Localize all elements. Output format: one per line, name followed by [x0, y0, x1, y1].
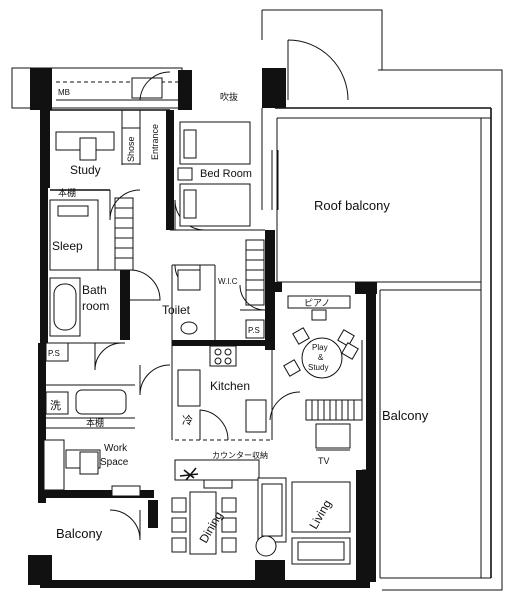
furniture [43, 121, 363, 565]
label-piano: ピアノ [304, 298, 330, 308]
top-strip [11, 67, 183, 109]
label-roof-balcony: Roof balcony [314, 198, 390, 213]
label-entrance: Entrance [150, 124, 160, 160]
roof-balcony-outline [261, 9, 503, 591]
label-kitchen: Kitchen [210, 379, 250, 393]
label-tr: TR [178, 88, 189, 97]
label-bath-2: room [82, 299, 109, 313]
label-study: Study [70, 163, 101, 177]
label-shose: Shose [126, 136, 136, 162]
label-ps-right: P.S [248, 326, 260, 335]
label-wic: W.I.C [218, 277, 238, 286]
label-tv: TV [318, 456, 330, 466]
label-fukinuke: 吹抜 [220, 91, 238, 102]
label-toilet: Toilet [162, 303, 191, 317]
walls [28, 68, 377, 588]
label-play-3: Study [308, 363, 328, 372]
label-wash: 洗 [50, 399, 61, 412]
label-play-2: & [318, 353, 324, 362]
label-hondana-bottom: 本棚 [86, 417, 104, 428]
label-bedroom: Bed Room [200, 168, 252, 180]
label-mb: MB [58, 88, 70, 97]
label-ps-left: P.S [48, 349, 60, 358]
label-sleep: Sleep [52, 239, 83, 253]
label-play-1: Play [312, 343, 328, 352]
label-fridge: 冷 [182, 414, 193, 427]
label-counter: カウンター収納 [212, 450, 268, 460]
label-work-2: Space [100, 457, 129, 468]
label-balcony-right: Balcony [382, 408, 429, 423]
label-work-1: Work [104, 443, 128, 454]
label-balcony-left: Balcony [56, 526, 103, 541]
label-hondana-top: 本棚 [58, 187, 76, 198]
label-bath-1: Bath [82, 283, 107, 297]
windows [56, 150, 373, 586]
